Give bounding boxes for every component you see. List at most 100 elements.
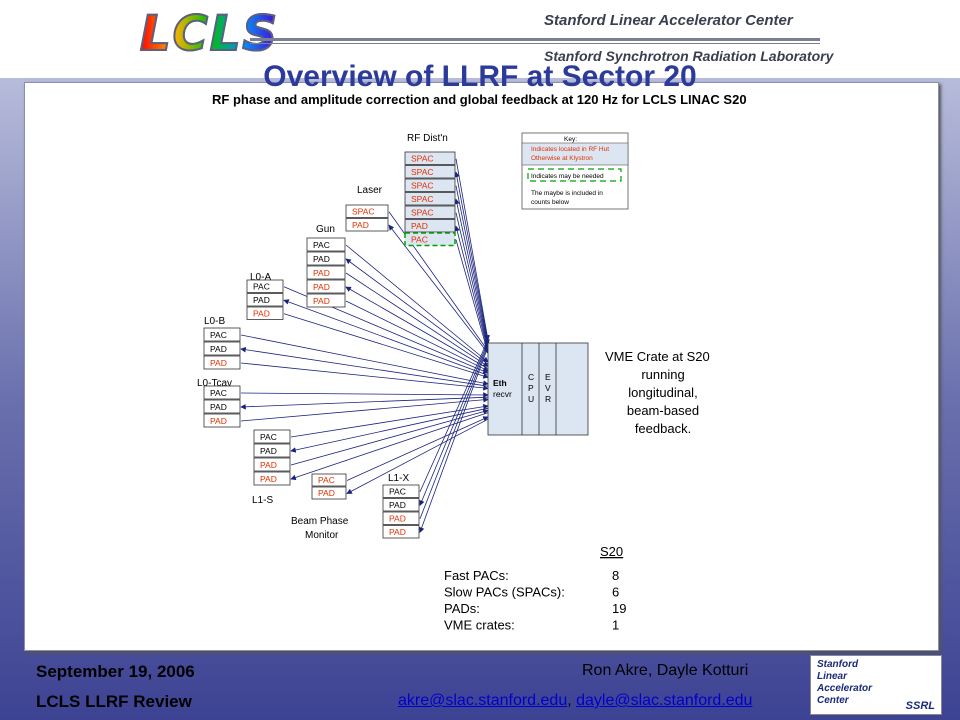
module-box xyxy=(253,429,291,444)
lcls-logo: LCLS xyxy=(139,5,279,63)
module-box xyxy=(253,457,291,472)
module-label: PAD xyxy=(352,220,369,230)
group-label: Beam Phase xyxy=(291,516,349,527)
org-line-ssrl: Stanford Synchrotron Radiation Laborator… xyxy=(544,48,834,64)
module-box xyxy=(311,486,347,500)
group-label: Gun xyxy=(316,224,335,235)
legend-text: Indicates may be needed xyxy=(531,173,604,180)
slac-logo-line: Stanford xyxy=(817,659,859,670)
signal-arrow xyxy=(454,225,489,352)
org-line-slac: Stanford Linear Accelerator Center xyxy=(544,12,793,29)
module-box xyxy=(246,279,284,293)
module-label: SPAC xyxy=(411,208,434,218)
module-label: PAD xyxy=(389,500,406,510)
crate-slot-eth-sub: recvr xyxy=(493,389,512,399)
slac-logo-line: Center xyxy=(817,695,849,706)
crate-description: running xyxy=(641,367,684,382)
module-box xyxy=(404,205,456,219)
module-label: PAC xyxy=(210,330,227,340)
crate-description: VME Crate at S20 xyxy=(605,349,710,364)
signal-arrow xyxy=(290,408,489,466)
module-label: PAC xyxy=(210,388,227,398)
signal-arrow xyxy=(345,258,489,365)
slac-ssrl-logo: Stanford Linear Accelerator Center SSRL xyxy=(810,655,942,715)
module-box xyxy=(382,511,420,525)
signal-arrow xyxy=(240,392,489,398)
signal-arrow xyxy=(419,346,489,534)
legend-text: counts below xyxy=(531,199,569,206)
module-label: PAC xyxy=(389,487,406,497)
crate-slot-cpu: C xyxy=(528,372,534,382)
diagram-panel xyxy=(24,82,939,651)
module-box xyxy=(203,413,241,428)
signal-arrow xyxy=(345,244,489,363)
module-box xyxy=(253,443,291,458)
signal-arrow xyxy=(283,299,489,376)
module-box xyxy=(404,219,456,233)
module-box xyxy=(203,341,241,356)
module-label: SPAC xyxy=(411,154,434,164)
crate-description: beam-based xyxy=(627,403,699,418)
signal-arrow xyxy=(454,171,489,343)
signal-arrow xyxy=(345,300,489,372)
module-label: SPAC xyxy=(411,194,434,204)
module-box xyxy=(382,525,420,539)
module-label: PAD xyxy=(318,488,335,498)
signal-arrow xyxy=(240,334,489,386)
group-label: L1-S xyxy=(252,495,273,506)
slac-logo-text: Stanford Linear Accelerator Center xyxy=(817,659,872,707)
module-label: PAC xyxy=(260,432,277,442)
module-box xyxy=(382,484,420,498)
email-separator: , xyxy=(567,692,577,709)
header-rule-thin xyxy=(250,43,820,44)
counts-value: 1 xyxy=(612,618,619,633)
module-label: PAD xyxy=(253,295,270,305)
module-box xyxy=(203,355,241,370)
signal-arrow xyxy=(345,286,489,369)
module-label: PAD xyxy=(210,344,227,354)
legend-maybe-swatch xyxy=(527,168,622,182)
group-label: L0-B xyxy=(204,316,225,327)
signal-arrow xyxy=(283,313,489,379)
signal-arrow xyxy=(455,158,490,341)
group-label: RF Dist'n xyxy=(407,133,448,144)
footer-review-title: LCLS LLRF Review xyxy=(36,692,192,711)
crate-slot-evr: R xyxy=(545,394,551,404)
group-label: L1-X xyxy=(388,473,409,484)
signal-arrow xyxy=(240,397,489,422)
module-label: PAC xyxy=(411,235,428,245)
module-label: PAD xyxy=(253,309,270,319)
footer-emails: akre@slac.stanford.edu, dayle@slac.stanf… xyxy=(398,692,752,710)
module-label: PAD xyxy=(260,474,277,484)
module-label: PAC xyxy=(318,475,335,485)
header-band: LCLS Stanford Linear Accelerator Center … xyxy=(0,0,960,78)
module-label: PAD xyxy=(313,254,330,264)
slide-title: Overview of LLRF at Sector 20 xyxy=(263,60,697,93)
module-box xyxy=(203,327,241,342)
email-link-dayle[interactable]: dayle@slac.stanford.edu xyxy=(576,692,753,709)
module-label: PAD xyxy=(411,221,428,231)
module-box xyxy=(404,151,456,165)
slac-logo-line: Linear xyxy=(817,671,848,682)
module-box xyxy=(306,251,346,266)
crate-slot-eth: Eth xyxy=(493,378,507,388)
signal-arrow xyxy=(419,339,489,492)
counts-label: Fast PACs: xyxy=(444,568,509,583)
module-box xyxy=(246,306,284,320)
legend-hut-swatch xyxy=(521,142,629,166)
module-box xyxy=(306,293,346,308)
counts-value: 8 xyxy=(612,568,619,583)
group-label: L0-Tcav xyxy=(197,378,232,389)
crate-description: longitudinal, xyxy=(628,385,697,400)
email-link-akre[interactable]: akre@slac.stanford.edu xyxy=(398,692,568,709)
counts-label: Slow PACs (SPACs): xyxy=(444,585,565,600)
module-label: PAD xyxy=(210,402,227,412)
module-label: PAD xyxy=(389,527,406,537)
signal-arrow xyxy=(346,416,489,481)
